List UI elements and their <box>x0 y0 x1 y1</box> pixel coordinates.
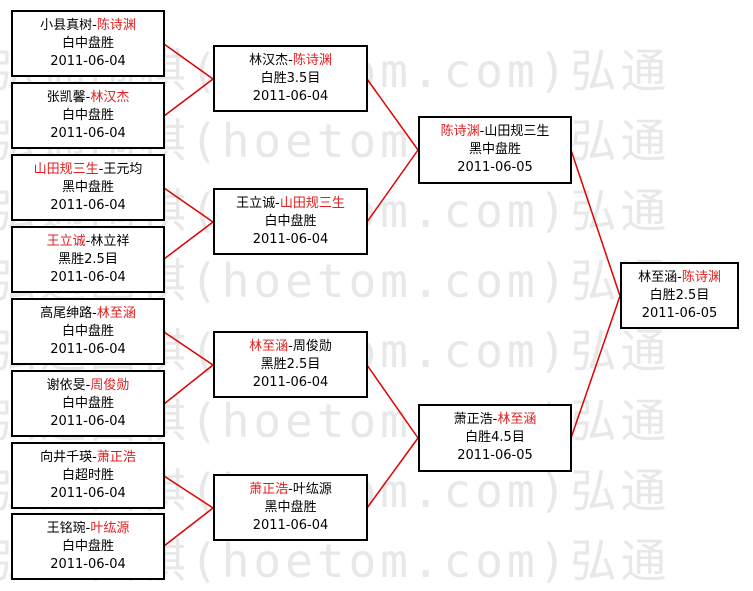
player-2: 周俊勋 <box>292 338 332 354</box>
connector-line <box>366 78 419 151</box>
match-date: 2011-06-04 <box>252 88 329 104</box>
match-result: 白胜4.5目 <box>465 430 525 445</box>
match-box-semifinal-1: 陈诗渊-山田规三生 黑中盘胜 2011-06-05 <box>418 116 572 184</box>
player-1-winner: 王立诚 <box>46 233 86 249</box>
match-result: 白超时胜 <box>61 467 114 483</box>
player-2: 林立祥 <box>90 233 130 249</box>
match-date: 2011-06-05 <box>457 160 533 175</box>
player-2-winner: 周俊勋 <box>90 377 130 393</box>
match-box-r1-5: 高尾绅路-林至涵 白中盘胜 2011-06-04 <box>11 298 165 365</box>
player-2-winner: 林汉杰 <box>90 89 130 105</box>
player-2: 山田规三生 <box>484 124 550 139</box>
match-box-r1-1: 小县真树-陈诗渊 白中盘胜 2011-06-04 <box>11 10 165 77</box>
match-date: 2011-06-04 <box>252 517 329 533</box>
match-result: 黑胜2.5目 <box>58 251 118 267</box>
connector-line <box>366 149 419 223</box>
player-1: 张凯馨 <box>46 89 86 105</box>
player-1-winner: 林至涵 <box>249 338 289 354</box>
player-1: 林汉杰 <box>249 52 289 68</box>
match-result: 黑中盘胜 <box>61 179 114 195</box>
connector-line <box>366 437 419 509</box>
match-box-r2-2: 王立诚-山田规三生 白中盘胜 2011-06-04 <box>213 188 368 255</box>
match-result: 黑中盘胜 <box>264 499 317 515</box>
match-box-r2-4: 萧正浩-叶纮源 黑中盘胜 2011-06-04 <box>213 474 368 541</box>
match-result: 白胜3.5目 <box>260 70 321 86</box>
match-result: 白中盘胜 <box>61 395 114 411</box>
connector-line <box>163 507 214 547</box>
player-2-winner: 陈诗渊 <box>681 269 721 285</box>
player-2-winner: 陈诗渊 <box>96 17 136 33</box>
match-date: 2011-06-04 <box>50 413 126 429</box>
match-box-semifinal-2: 萧正浩-林至涵 白胜4.5目 2011-06-05 <box>418 404 572 472</box>
connector-line <box>163 187 214 223</box>
match-box-r2-3: 林至涵-周俊勋 黑胜2.5目 2011-06-04 <box>213 331 368 398</box>
player-1-winner: 萧正浩 <box>249 481 289 497</box>
match-box-r1-3: 山田规三生-王元均 黑中盘胜 2011-06-04 <box>11 154 165 221</box>
match-date: 2011-06-04 <box>50 53 126 69</box>
connector-line <box>163 78 214 117</box>
connector-line <box>163 475 214 509</box>
match-result: 黑胜2.5目 <box>260 356 321 372</box>
match-box-final: 林至涵-陈诗渊 白胜2.5目 2011-06-05 <box>620 262 739 329</box>
match-result: 白中盘胜 <box>61 538 114 554</box>
match-date: 2011-06-04 <box>252 231 329 247</box>
player-1: 王铭琬 <box>46 520 86 536</box>
match-box-r1-7: 向井千瑛-萧正浩 白超时胜 2011-06-04 <box>11 442 165 509</box>
player-2-winner: 山田规三生 <box>279 195 345 211</box>
match-date: 2011-06-04 <box>50 197 126 213</box>
player-2-winner: 萧正浩 <box>96 449 136 465</box>
connector-line <box>163 331 214 366</box>
match-date: 2011-06-04 <box>50 341 126 357</box>
connector-line <box>366 364 419 439</box>
match-result: 白胜2.5目 <box>649 287 710 303</box>
connector-line <box>570 295 621 439</box>
player-2-winner: 林至涵 <box>497 412 537 427</box>
match-result: 白中盘胜 <box>264 213 317 229</box>
player-1-winner: 陈诗渊 <box>440 124 480 139</box>
player-1: 向井千瑛 <box>40 449 93 465</box>
match-box-r1-6: 谢依旻-周俊勋 白中盘胜 2011-06-04 <box>11 370 165 437</box>
player-2-winner: 叶纮源 <box>90 520 130 536</box>
player-1: 谢依旻 <box>46 377 86 393</box>
match-result: 白中盘胜 <box>61 35 114 51</box>
match-box-r2-1: 林汉杰-陈诗渊 白胜3.5目 2011-06-04 <box>213 45 368 112</box>
player-1: 高尾绅路 <box>40 305 93 321</box>
match-date: 2011-06-04 <box>50 556 126 572</box>
player-2: 王元均 <box>103 161 143 177</box>
match-result: 白中盘胜 <box>61 107 114 123</box>
match-box-r1-2: 张凯馨-林汉杰 白中盘胜 2011-06-04 <box>11 82 165 149</box>
match-box-r1-8: 王铭琬-叶纮源 白中盘胜 2011-06-04 <box>11 513 165 580</box>
player-1: 王立诚 <box>236 195 276 211</box>
player-1-winner: 山田规三生 <box>33 161 99 177</box>
match-date: 2011-06-04 <box>50 125 126 141</box>
connector-line <box>163 43 214 80</box>
match-result: 白中盘胜 <box>61 323 114 339</box>
player-1: 林至涵 <box>638 269 678 285</box>
match-date: 2011-06-04 <box>50 269 126 285</box>
match-result: 黑中盘胜 <box>468 142 521 157</box>
connector-line <box>163 364 214 405</box>
match-box-r1-4: 王立诚-林立祥 黑胜2.5目 2011-06-04 <box>11 226 165 293</box>
player-2: 叶纮源 <box>292 481 332 497</box>
match-date: 2011-06-04 <box>50 485 126 501</box>
player-1: 小县真树 <box>40 17 93 33</box>
connector-line <box>570 149 621 297</box>
player-1: 萧正浩 <box>453 412 493 427</box>
match-date: 2011-06-05 <box>641 305 718 321</box>
connector-line <box>163 221 214 260</box>
match-date: 2011-06-05 <box>457 448 533 463</box>
match-date: 2011-06-04 <box>252 374 329 390</box>
player-2-winner: 陈诗渊 <box>292 52 332 68</box>
player-2-winner: 林至涵 <box>96 305 136 321</box>
